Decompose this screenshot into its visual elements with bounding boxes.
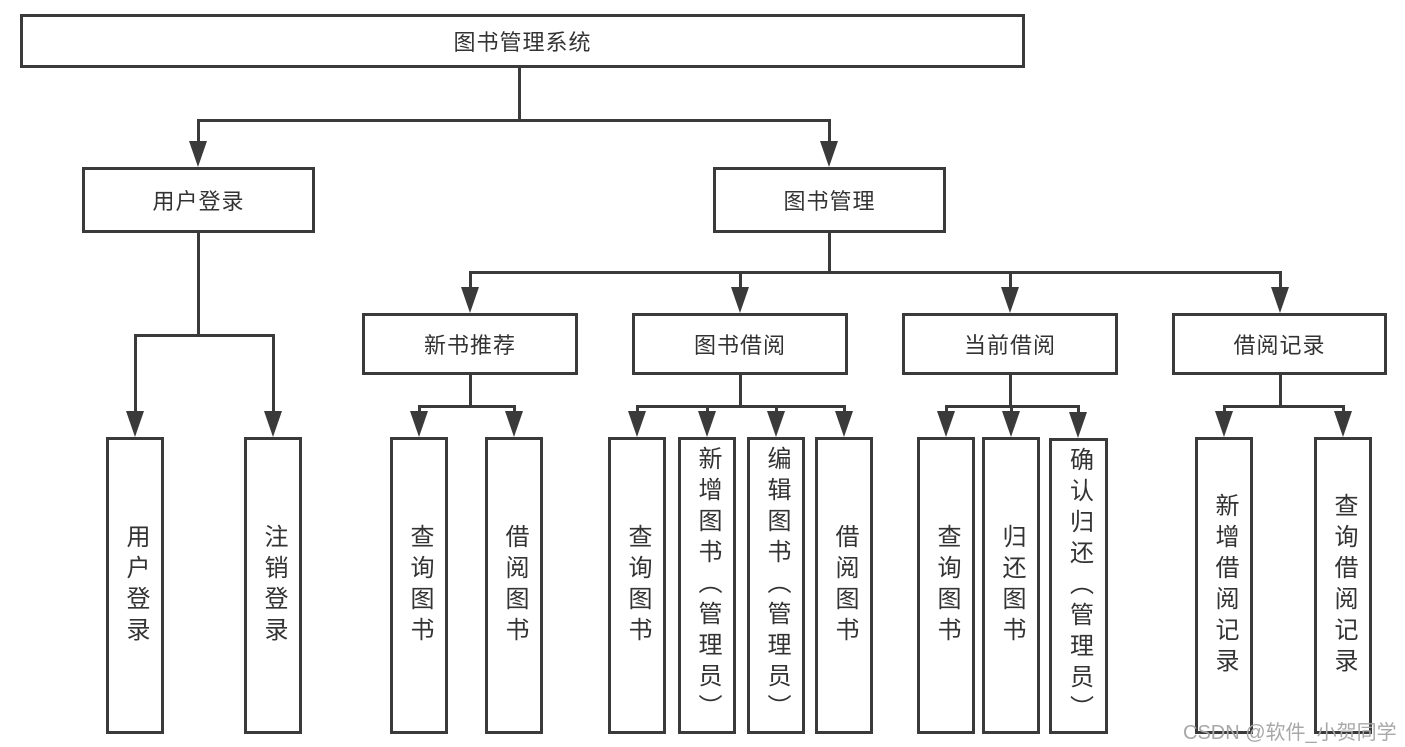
leaf-confirm-return-label: 确认归还（管理员）	[1065, 446, 1093, 726]
connector-line	[197, 119, 200, 146]
node-new-book-recommend-label: 新书推荐	[423, 333, 516, 358]
connector-line	[1077, 405, 1080, 415]
connector-line	[272, 334, 275, 415]
arrow-down-icon	[767, 411, 785, 437]
node-borrow-record-label: 借阅记录	[1233, 333, 1326, 358]
node-root-label: 图书管理系统	[453, 30, 592, 55]
connector-line	[134, 334, 137, 415]
leaf-return-book-label: 归还图书	[998, 523, 1025, 648]
node-book-borrow: 图书借阅	[632, 313, 848, 375]
arrow-down-icon	[410, 411, 428, 437]
leaf-query-borrow-record: 查询借阅记录	[1314, 437, 1372, 734]
connector-line	[775, 405, 778, 415]
leaf-borrow-book-recommend-label: 借阅图书	[501, 523, 528, 648]
node-current-borrow: 当前借阅	[902, 313, 1118, 375]
node-new-book-recommend: 新书推荐	[362, 313, 578, 375]
arrow-down-icon	[698, 411, 716, 437]
arrow-down-icon	[264, 411, 282, 437]
connector-line	[828, 233, 831, 274]
arrow-down-icon	[1334, 411, 1352, 437]
arrow-down-icon	[126, 411, 144, 437]
arrow-down-icon	[628, 411, 646, 437]
leaf-add-borrow-record-label: 新增借阅记录	[1211, 492, 1238, 679]
connector-line	[706, 405, 709, 415]
connector-line	[1342, 405, 1345, 415]
arrow-down-icon	[1069, 412, 1087, 438]
leaf-query-book-borrow: 查询图书	[608, 437, 666, 734]
connector-line	[636, 405, 639, 415]
node-book-management: 图书管理	[713, 167, 946, 233]
leaf-borrow-book-label: 借阅图书	[831, 523, 858, 648]
node-book-management-label: 图书管理	[783, 189, 876, 214]
connector-line	[469, 375, 472, 408]
node-user-login: 用户登录	[82, 167, 315, 233]
connector-line	[739, 271, 742, 291]
watermark: CSDN @软件_小贺同学	[1183, 722, 1397, 744]
leaf-return-book: 归还图书	[982, 437, 1040, 734]
connector-line	[1279, 375, 1282, 408]
node-user-login-label: 用户登录	[152, 189, 245, 214]
arrow-down-icon	[461, 287, 479, 313]
arrow-down-icon	[835, 411, 853, 437]
arrow-down-icon	[1215, 411, 1233, 437]
leaf-query-book-current-label: 查询图书	[933, 523, 960, 648]
connector-line	[1223, 405, 1226, 415]
leaf-add-book-label: 新增图书（管理员）	[694, 446, 721, 725]
leaf-borrow-book-recommend: 借阅图书	[485, 437, 543, 734]
leaf-user-login: 用户登录	[106, 437, 164, 734]
arrow-down-icon	[1002, 411, 1020, 437]
connector-line	[469, 271, 472, 291]
connector-line	[636, 405, 846, 408]
leaf-add-book: 新增图书（管理员）	[678, 437, 736, 734]
connector-line	[518, 68, 521, 120]
connector-line	[513, 405, 516, 415]
leaf-query-book-recommend: 查询图书	[390, 437, 448, 734]
arrow-down-icon	[937, 411, 955, 437]
leaf-query-borrow-record-label: 查询借阅记录	[1330, 492, 1357, 679]
leaf-edit-book-label: 编辑图书（管理员）	[763, 446, 790, 725]
leaf-query-book-borrow-label: 查询图书	[624, 523, 651, 648]
connector-line	[1223, 405, 1345, 408]
connector-line	[134, 334, 275, 337]
leaf-add-borrow-record: 新增借阅记录	[1195, 437, 1253, 734]
node-borrow-record: 借阅记录	[1172, 313, 1387, 375]
arrow-down-icon	[189, 141, 207, 167]
arrow-down-icon	[820, 141, 838, 167]
connector-line	[1010, 405, 1013, 415]
connector-line	[843, 405, 846, 415]
connector-line	[197, 119, 831, 122]
connector-line	[739, 375, 742, 408]
connector-line	[1279, 271, 1282, 291]
arrow-down-icon	[731, 287, 749, 313]
node-root: 图书管理系统	[20, 14, 1025, 68]
leaf-borrow-book: 借阅图书	[815, 437, 873, 734]
connector-line	[418, 405, 421, 415]
connector-line	[1009, 271, 1012, 291]
connector-line	[945, 405, 948, 415]
connector-line	[418, 405, 516, 408]
connector-line	[828, 119, 831, 146]
connector-line	[1009, 375, 1012, 408]
connector-line	[197, 233, 200, 337]
leaf-query-book-recommend-label: 查询图书	[406, 523, 433, 648]
arrow-down-icon	[1271, 287, 1289, 313]
arrow-down-icon	[1001, 287, 1019, 313]
connector-line	[469, 271, 1282, 274]
leaf-user-login-label: 用户登录	[122, 523, 149, 648]
arrow-down-icon	[505, 411, 523, 437]
leaf-edit-book: 编辑图书（管理员）	[747, 437, 805, 734]
leaf-confirm-return: 确认归还（管理员）	[1049, 438, 1108, 734]
leaf-query-book-current: 查询图书	[917, 437, 975, 734]
node-book-borrow-label: 图书借阅	[693, 333, 786, 358]
node-current-borrow-label: 当前借阅	[963, 333, 1056, 358]
leaf-logout: 注销登录	[244, 437, 302, 734]
leaf-logout-label: 注销登录	[260, 523, 287, 648]
